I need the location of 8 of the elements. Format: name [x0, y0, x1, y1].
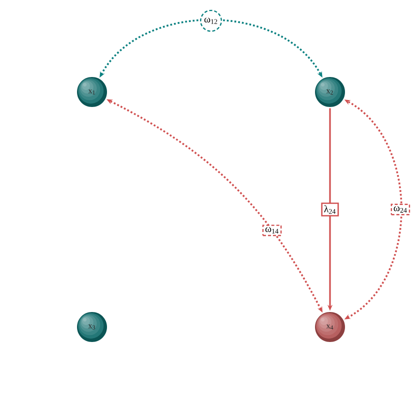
sphere-node: x$_{1}$ — [77, 77, 107, 107]
edge-label: ω$_{14}$ — [262, 224, 282, 236]
sphere-node: x$_{2}$ — [315, 77, 345, 107]
edge-label: λ$_{24}$ — [321, 202, 339, 216]
edge-label: ω$_{24}$ — [390, 204, 410, 216]
edge-label: ω$_{12}$ — [200, 10, 222, 32]
sphere-node: x$_{3}$ — [77, 312, 107, 342]
sphere-node: x$_{4}$ — [315, 312, 345, 342]
